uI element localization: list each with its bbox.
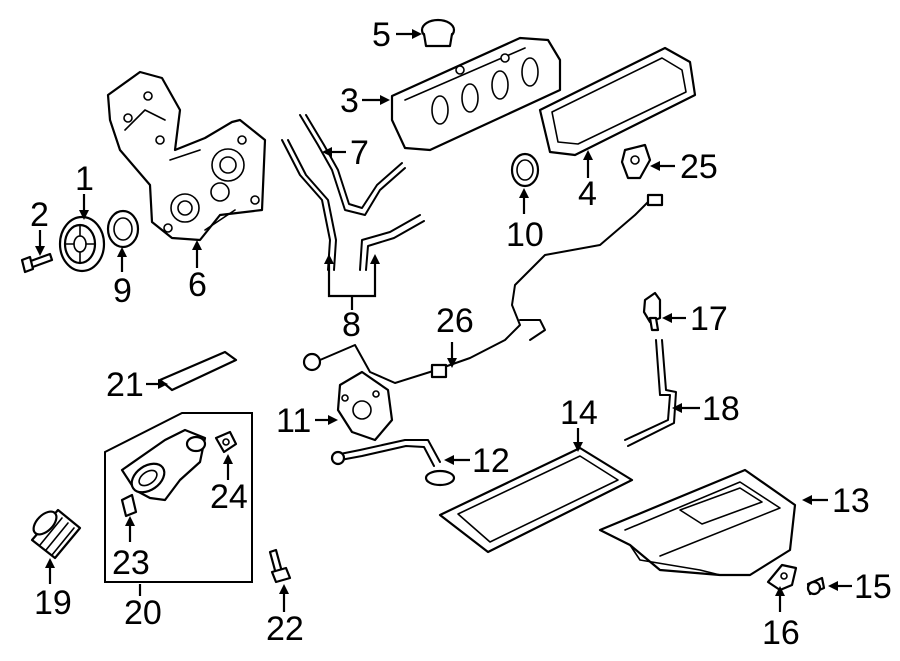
- timing-cover-gaskets[interactable]: [281, 114, 425, 271]
- oil-pan-bracket[interactable]: [766, 563, 798, 592]
- oil-dipstick[interactable]: [642, 291, 662, 332]
- leader-lines: [35, 29, 852, 612]
- callout-18: 18: [702, 390, 740, 428]
- valve-cover[interactable]: [390, 36, 562, 152]
- callout-9: 9: [113, 272, 132, 310]
- oil-level-sensor-harness[interactable]: [302, 193, 664, 384]
- oil-dipstick-tube[interactable]: [624, 339, 677, 447]
- front-crank-seal[interactable]: [106, 209, 140, 249]
- oil-filter[interactable]: [29, 507, 82, 560]
- callout-4: 4: [578, 175, 597, 213]
- callout-15: 15: [854, 568, 892, 606]
- filter-adapter-group: [104, 412, 253, 583]
- callout-23: 23: [112, 544, 150, 582]
- callout-22: 22: [266, 610, 304, 648]
- callout-7: 7: [350, 134, 369, 172]
- oil-pump[interactable]: [336, 370, 394, 442]
- oil-pan-gasket[interactable]: [438, 446, 634, 554]
- callout-13: 13: [832, 482, 870, 520]
- oil-filter-adapter[interactable]: [120, 428, 207, 502]
- rear-main-seal[interactable]: [510, 152, 540, 188]
- callout-5: 5: [372, 16, 391, 54]
- callout-11: 11: [276, 402, 311, 440]
- callout-10: 10: [506, 216, 544, 254]
- timing-cover[interactable]: [106, 70, 267, 242]
- oil-pressure-sensor[interactable]: [214, 430, 238, 454]
- crankshaft-pulley[interactable]: [58, 215, 106, 273]
- callout-17: 17: [690, 300, 728, 338]
- callout-12: 12: [472, 442, 510, 480]
- callout-8: 8: [342, 306, 361, 344]
- callout-24: 24: [210, 478, 248, 516]
- adapter-bolt[interactable]: [268, 548, 292, 584]
- callout-19: 19: [34, 584, 72, 622]
- oil-filler-cap[interactable]: [420, 18, 456, 48]
- callout-26: 26: [436, 302, 474, 340]
- callout-25: 25: [680, 148, 718, 186]
- callout-21: 21: [106, 366, 144, 404]
- oil-drain-plug[interactable]: [806, 576, 826, 596]
- oil-pickup-gasket[interactable]: [158, 350, 238, 392]
- callout-16: 16: [762, 614, 800, 652]
- adapter-fitting[interactable]: [120, 493, 138, 518]
- callout-numbers: 1 2 3 4 5 6 7 8 9 10 11 12 13 14 15 16 1…: [30, 16, 892, 652]
- callout-2: 2: [30, 196, 49, 234]
- pulley-bolt[interactable]: [20, 252, 54, 274]
- oil-pan[interactable]: [598, 468, 797, 577]
- valve-cover-gasket[interactable]: [538, 46, 697, 157]
- callout-20: 20: [124, 594, 162, 632]
- callout-1: 1: [75, 160, 94, 198]
- callout-6: 6: [188, 266, 207, 304]
- oil-pickup-tube[interactable]: [330, 439, 456, 487]
- callout-14: 14: [560, 394, 598, 432]
- pcv-valve[interactable]: [620, 143, 652, 180]
- callout-3: 3: [340, 82, 359, 120]
